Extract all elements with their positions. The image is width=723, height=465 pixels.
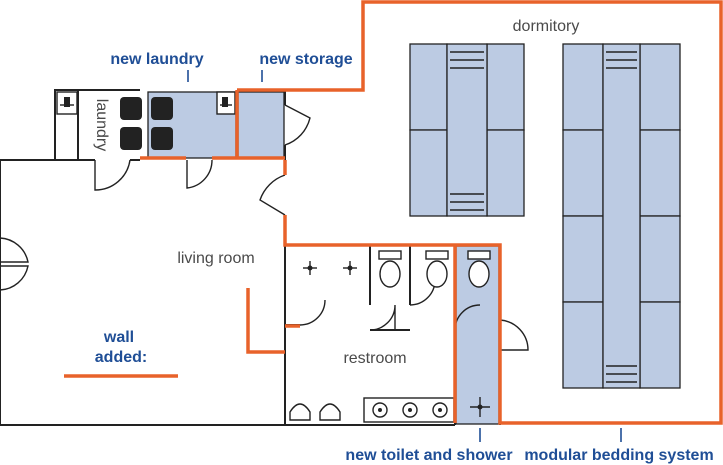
callout-new-storage: new storage xyxy=(259,51,352,68)
doors xyxy=(0,104,529,351)
toilet-icon xyxy=(467,250,491,288)
room-label-laundry: laundry xyxy=(93,99,110,151)
new-walls xyxy=(64,0,723,425)
restroom-fixtures xyxy=(289,250,491,423)
shower-drain-icon xyxy=(303,261,317,275)
callout-new-toilet-and-shower: new toilet and shower xyxy=(345,447,512,464)
callout-modular-bedding-system: modular bedding system xyxy=(524,447,713,464)
toilet-icon xyxy=(425,250,449,288)
callout-leaders xyxy=(187,70,622,442)
new-shower-drain-icon xyxy=(470,397,490,417)
shower-drain-icon xyxy=(343,261,357,275)
callout-new-laundry: new laundry xyxy=(110,51,203,68)
room-label-living-room: living room xyxy=(177,250,254,267)
laundry-fixtures xyxy=(56,91,236,150)
room-label-dormitory: dormitory xyxy=(513,18,580,35)
toilet-icon xyxy=(378,250,402,288)
room-label-restroom: restroom xyxy=(343,350,406,367)
urinal-icon xyxy=(289,403,341,421)
modular-bedding xyxy=(409,43,681,389)
legend-label-line1: wall xyxy=(103,329,134,346)
new-storage-area xyxy=(237,91,285,159)
sink-counter-icon xyxy=(363,397,455,423)
legend-label-line2: added: xyxy=(95,349,147,366)
